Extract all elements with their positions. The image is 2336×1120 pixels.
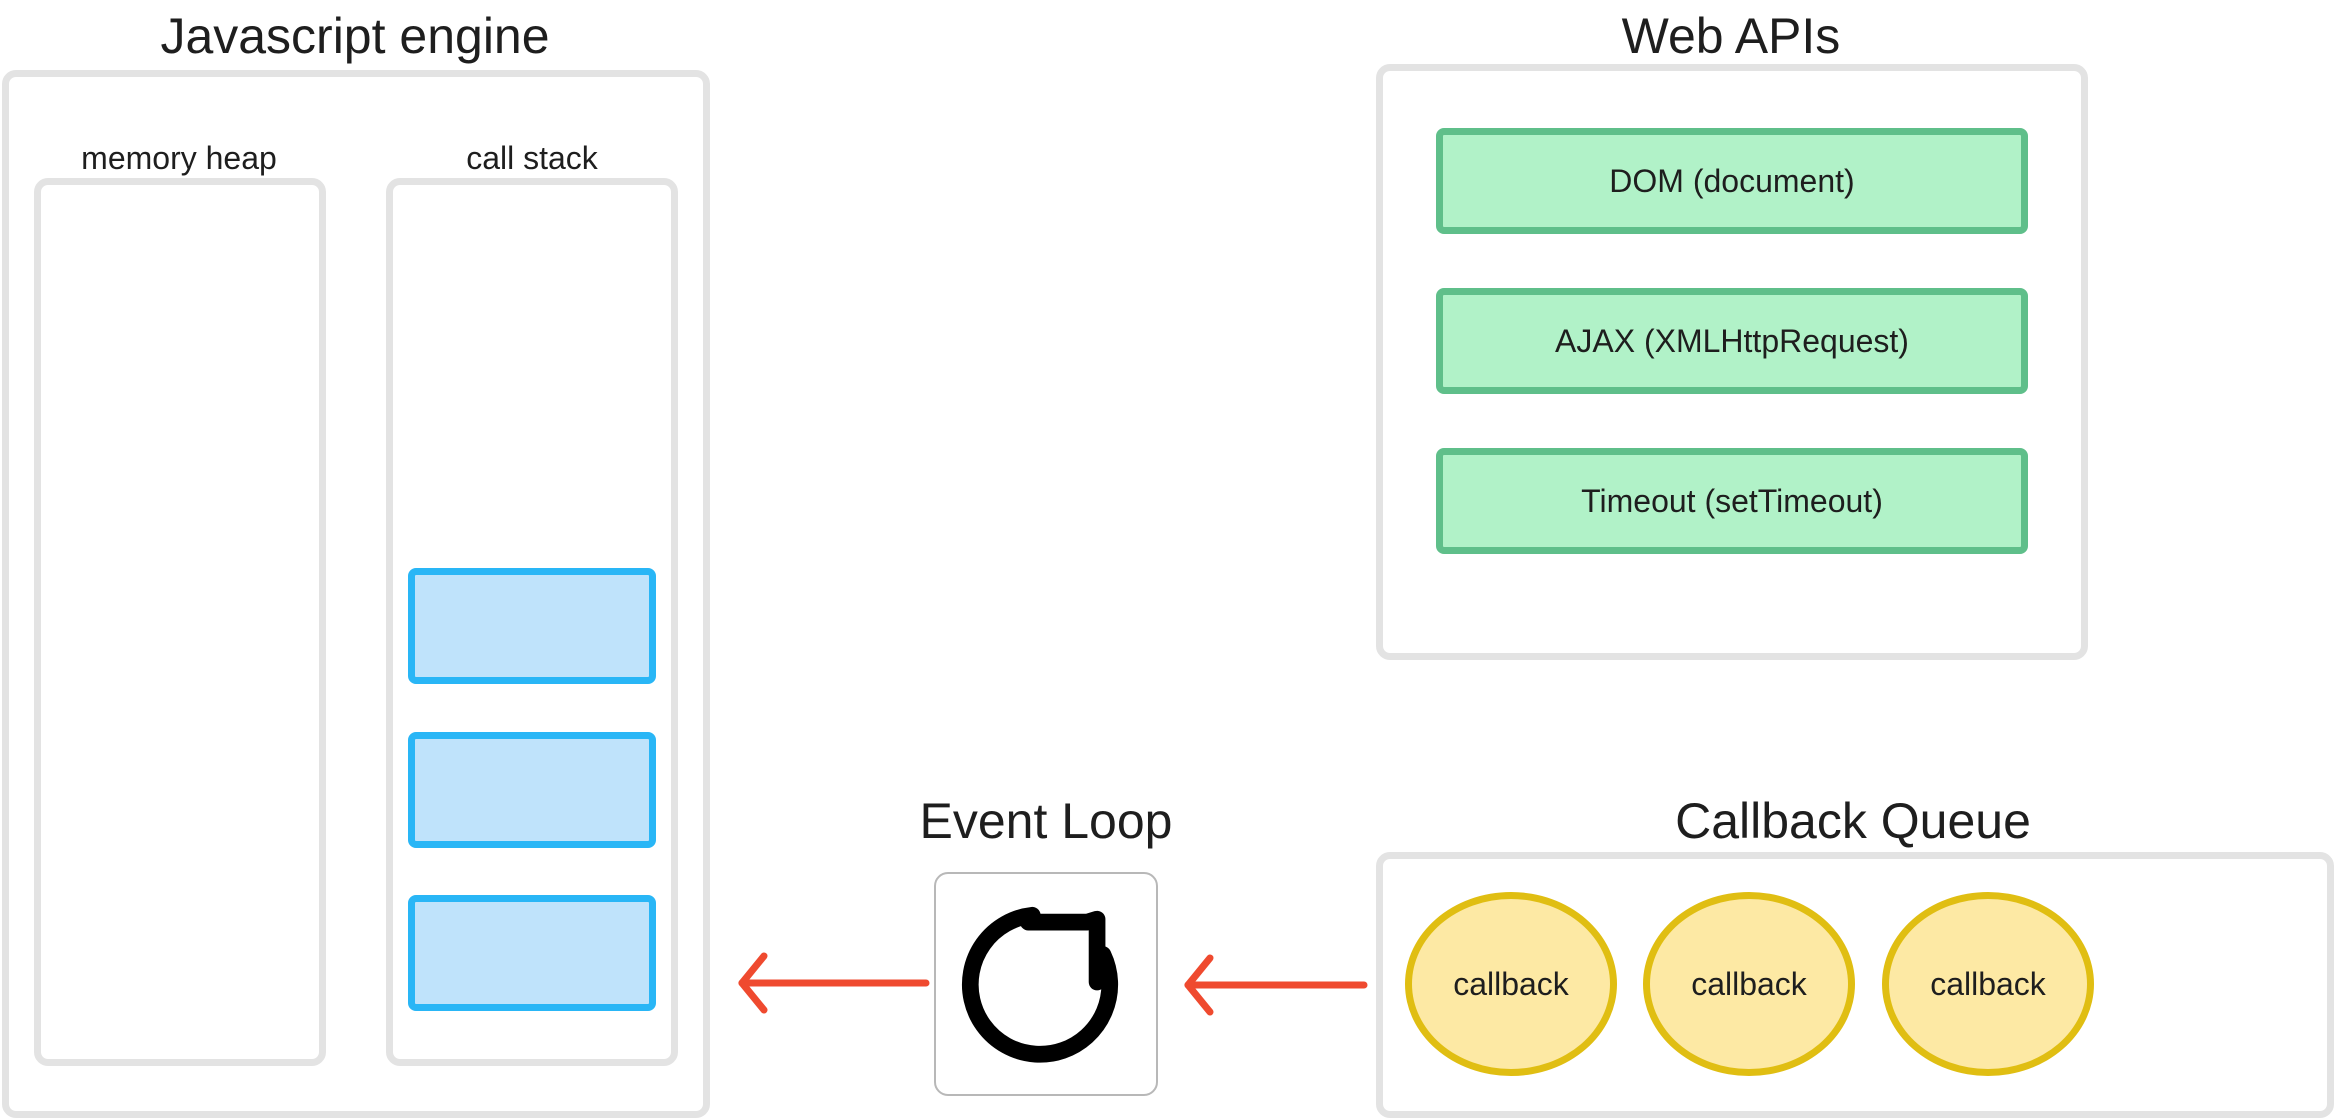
- event-loop-title: Event Loop: [919, 793, 1173, 849]
- call-stack-frame: [408, 895, 656, 1011]
- callback-item: callback: [1405, 892, 1617, 1076]
- memory-heap-label: memory heap: [81, 140, 277, 176]
- web-api-ajax: AJAX (XMLHttpRequest): [1436, 288, 2028, 394]
- callback-item: callback: [1882, 892, 2094, 1076]
- call-stack-frame: [408, 732, 656, 848]
- callback-queue-title: Callback Queue: [1675, 793, 2031, 849]
- event-loop-box: [934, 872, 1158, 1096]
- web-api-timeout: Timeout (setTimeout): [1436, 448, 2028, 554]
- web-apis-title: Web APIs: [1621, 8, 1841, 64]
- web-api-dom: DOM (document): [1436, 128, 2028, 234]
- call-stack-frame: [408, 568, 656, 684]
- memory-heap-panel: [34, 178, 326, 1066]
- callback-item: callback: [1643, 892, 1855, 1076]
- call-stack-label: call stack: [466, 140, 598, 176]
- refresh-icon: [961, 906, 1119, 1063]
- engine-title: Javascript engine: [160, 8, 550, 64]
- arrow-left-icon: [1184, 954, 1368, 1016]
- arrow-left-icon: [738, 952, 930, 1014]
